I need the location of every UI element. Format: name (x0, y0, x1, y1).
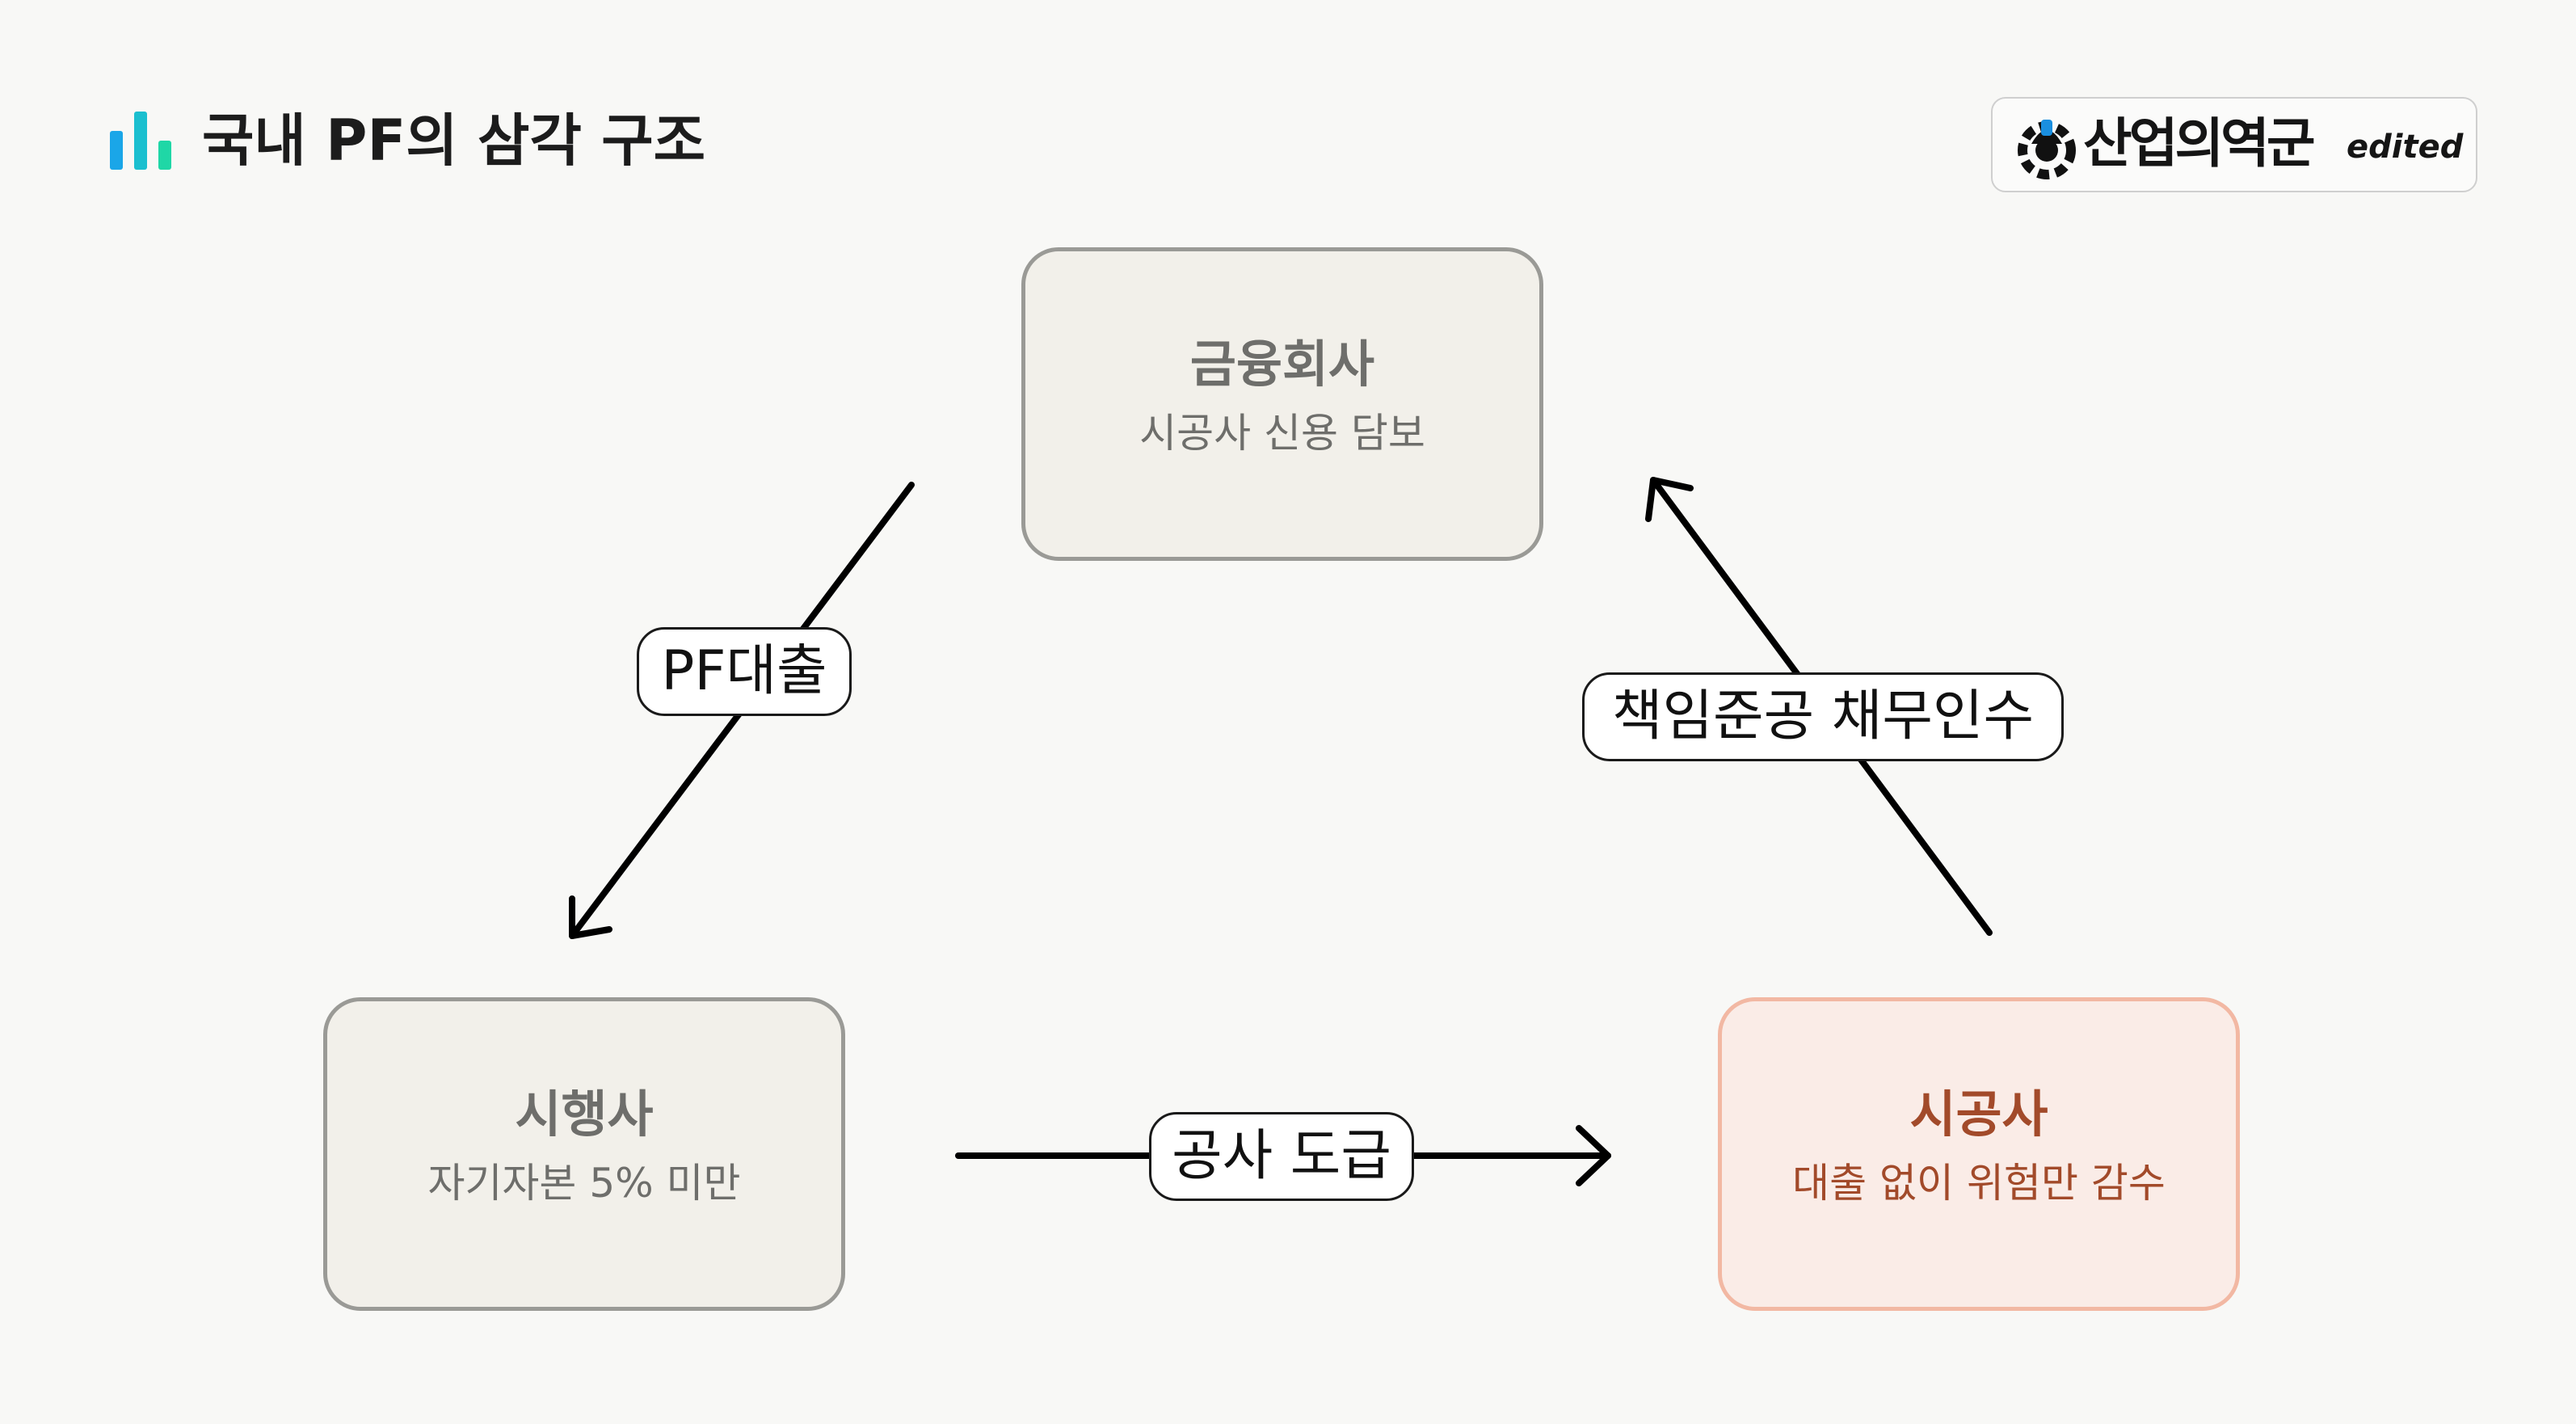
arrow-guarantee-head (1645, 477, 1694, 522)
node-finance: 금융회사 시공사 신용 담보 (1021, 247, 1543, 561)
bar-chart-icon (110, 112, 171, 170)
gear-helmet-icon (2018, 120, 2076, 179)
node-developer: 시행사 자기자본 5% 미만 (323, 997, 845, 1311)
node-contractor-name: 시공사 (1909, 1085, 2048, 1144)
node-finance-name: 금융회사 (1189, 335, 1375, 394)
edge-label-construction: 공사 도급 (1149, 1112, 1414, 1201)
node-finance-desc: 시공사 신용 담보 (1139, 410, 1425, 457)
brand-logo: 산업의역군 edited (1991, 97, 2477, 192)
brand-edited-label: edited (2347, 128, 2464, 166)
brand-name: 산업의역군 (2083, 112, 2316, 175)
page-title: 국내 PF의 삼각 구조 (202, 107, 706, 174)
node-developer-desc: 자기자본 5% 미만 (427, 1160, 741, 1207)
node-contractor-desc: 대출 없이 위험만 감수 (1792, 1160, 2166, 1207)
node-developer-name: 시행사 (515, 1085, 654, 1144)
node-contractor: 시공사 대출 없이 위험만 감수 (1718, 997, 2240, 1311)
edge-label-loan: PF대출 (637, 627, 852, 716)
arrow-loan-head (569, 895, 612, 939)
edge-label-guarantee: 책임준공 채무인수 (1582, 672, 2064, 761)
arrow-construction-head (1576, 1125, 1611, 1186)
